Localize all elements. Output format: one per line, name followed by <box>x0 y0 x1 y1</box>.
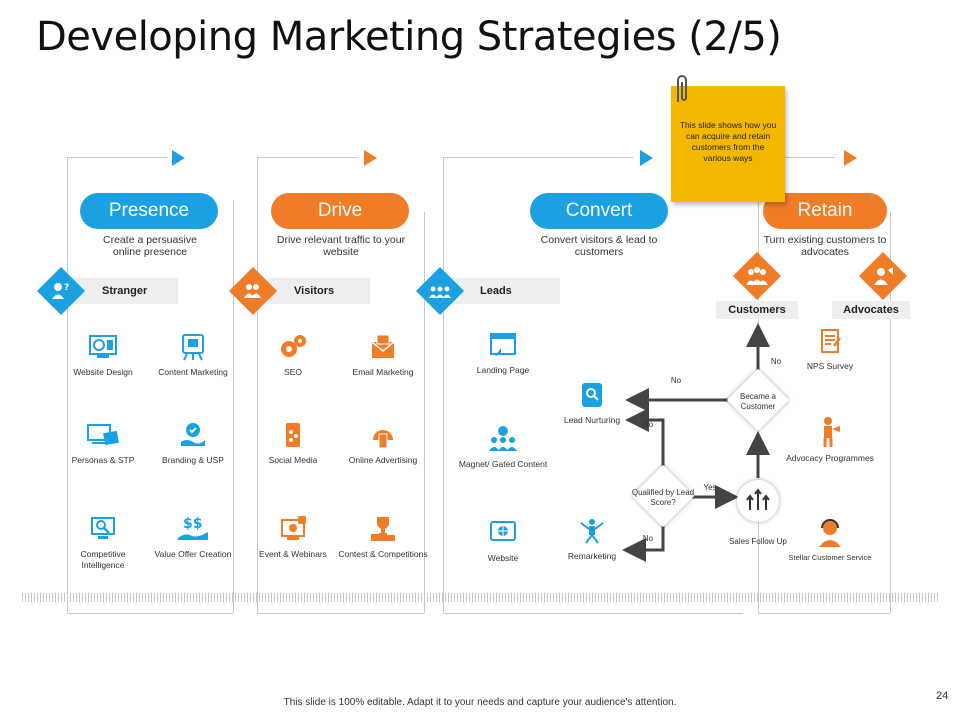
arrow-retain-icon <box>844 150 857 166</box>
stage-customers: Customers <box>716 301 798 319</box>
item-branding-usp: Branding & USP <box>148 420 238 466</box>
item-social-media: Social Media <box>248 420 338 466</box>
ruler-divider <box>22 593 940 602</box>
item-magnet-gated-content: Magnet/ Gated Content <box>458 424 548 470</box>
item-website-design: Website Design <box>58 332 148 378</box>
convert-desc: Convert visitors & lead to customers <box>540 234 658 258</box>
sales-follow-up-node <box>737 480 779 522</box>
item-online-advertising: Online Advertising <box>338 420 428 466</box>
drive-pill: Drive <box>271 193 409 229</box>
item-remarketing: Remarketing <box>547 516 637 562</box>
stage-advocates: Advocates <box>832 301 910 319</box>
item-nps-survey: NPS Survey <box>785 328 875 372</box>
item-event-webinars: Event & Webinars <box>248 514 338 560</box>
no-label-3: No <box>642 420 654 429</box>
page-title: Developing Marketing Strategies (2/5) <box>36 14 782 60</box>
arrow-presence-icon <box>172 150 185 166</box>
item-landing-page: Landing Page <box>458 330 548 376</box>
presence-pill: Presence <box>80 193 218 229</box>
visitors-icon <box>229 267 277 315</box>
item-value-offer-creation: $$ Value Offer Creation <box>154 516 232 559</box>
item-seo: SEO <box>248 332 338 378</box>
item-advocacy-programmes: Advocacy Programmes <box>785 416 875 464</box>
item-email-marketing: Email Marketing <box>338 332 428 378</box>
customers-icon <box>733 252 781 300</box>
svg-text:?: ? <box>64 283 69 293</box>
presence-desc: Create a persuasive online presence <box>103 234 197 258</box>
retain-desc: Turn existing customers to advocates <box>763 234 887 258</box>
sales-follow-up-label: Sales Follow Up <box>729 537 787 546</box>
item-content-marketing: Content Marketing <box>148 332 238 378</box>
advocates-icon <box>859 252 907 300</box>
no-label-2: No <box>670 376 682 385</box>
footer-text: This slide is 100% editable. Adapt it to… <box>283 697 677 708</box>
convert-pill: Convert <box>530 193 668 229</box>
item-contest-competitions: Contest & Competitions <box>338 514 428 560</box>
stranger-icon: ? <box>37 267 85 315</box>
page-number: 24 <box>936 690 949 702</box>
item-competitive-intelligence: Competitive Intelligence <box>58 514 148 570</box>
paperclip-icon <box>677 75 687 102</box>
svg-text:$$: $$ <box>183 516 202 532</box>
item-personas-stp: Personas & STP <box>58 420 148 466</box>
leads-icon <box>416 267 464 315</box>
yes-label: Yes <box>703 483 717 492</box>
growth-arrows-icon <box>746 488 770 510</box>
qualified-label: Qualified by Lead Score? <box>631 488 695 507</box>
item-stellar-customer-service: Stellar Customer Service <box>785 518 875 562</box>
drive-desc: Drive relevant traffic to your website <box>276 234 406 258</box>
became-customer-label: Became a Customer <box>739 392 777 411</box>
item-lead-nurturing: Lead Nurturing <box>547 380 637 426</box>
item-website: Website <box>458 518 548 564</box>
sticky-note: This slide shows how you can acquire and… <box>671 86 785 202</box>
no-label-1: No <box>770 357 782 366</box>
no-label-4: No <box>642 534 654 543</box>
sticky-note-text: This slide shows how you can acquire and… <box>679 120 777 163</box>
arrow-drive-icon <box>364 150 377 166</box>
arrow-convert-icon <box>640 150 653 166</box>
